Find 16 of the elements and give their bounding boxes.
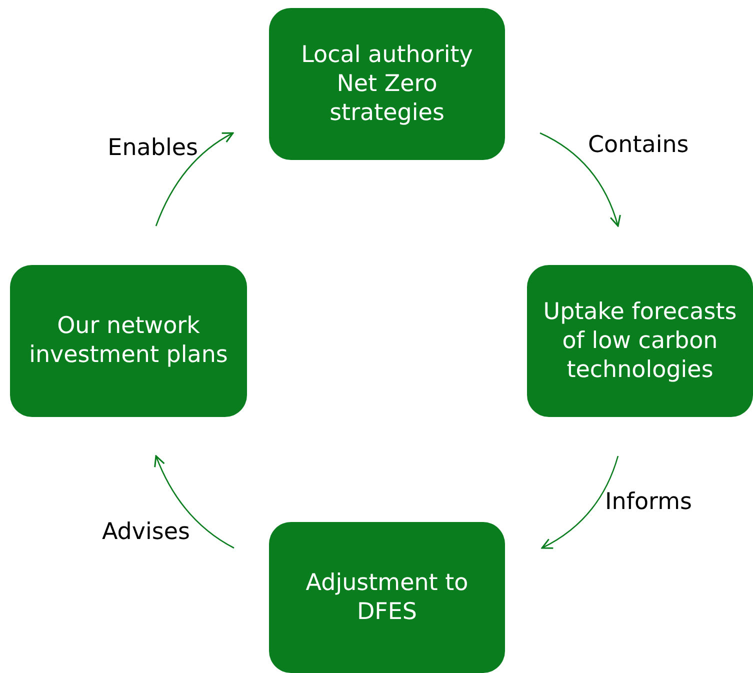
edge-label: Informs: [605, 489, 692, 515]
rounded-box: [527, 265, 753, 417]
edge-label: Enables: [108, 135, 198, 161]
curved-arrow: [540, 132, 621, 227]
box-text: Local authority Net Zero strategies: [300, 40, 474, 128]
edge-label: Contains: [588, 132, 689, 158]
curved-arrow: [541, 456, 619, 549]
box-text: Uptake forecasts of low carbon technologies: [542, 298, 738, 384]
box-text: Our network investment plans: [28, 312, 229, 370]
rounded-box: [269, 522, 505, 673]
rounded-box: [269, 8, 505, 160]
box-text: Adjustment to DFES: [304, 568, 470, 626]
curved-arrow: [155, 132, 234, 226]
edge-label: Advises: [102, 519, 190, 545]
rounded-box: [10, 265, 247, 417]
curved-arrow: [154, 455, 234, 549]
